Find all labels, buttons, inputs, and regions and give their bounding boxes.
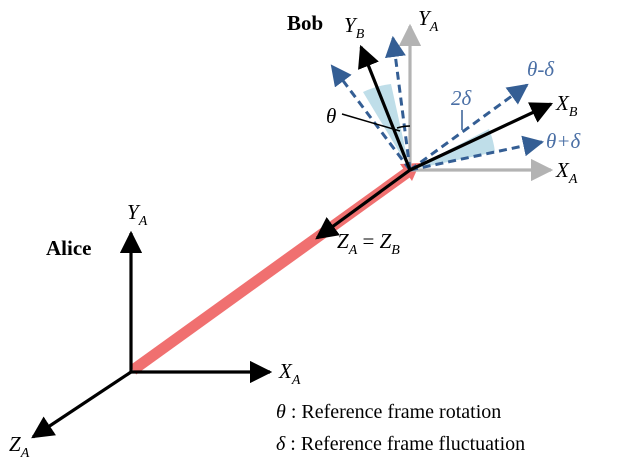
alice-y-label: YA <box>127 200 148 229</box>
alice-z-axis <box>31 370 132 439</box>
x-dashed-minus-arrow <box>409 83 529 172</box>
alice-x-label: XA <box>278 359 301 388</box>
legend-delta: δ : Reference frame fluctuation <box>276 433 525 455</box>
bob-yb-label: YB <box>344 13 365 42</box>
bob-z-axis <box>315 168 411 240</box>
theta-minus-delta-label: θ-δ <box>527 57 555 81</box>
theta-label: θ <box>326 104 336 128</box>
two-delta-label: 2δ <box>451 86 473 110</box>
bob-yb-axis <box>358 44 412 171</box>
bob-label: Bob <box>287 11 323 35</box>
bob-xa-label: XA <box>555 158 578 187</box>
y-dashed-minus-arrow <box>330 64 412 171</box>
theta-leader-line <box>341 113 401 132</box>
bob-xb-axis <box>409 102 554 172</box>
legend-theta: θ : Reference frame rotation <box>276 401 501 423</box>
alice-z-label: ZA <box>9 432 30 461</box>
theta-angle-arc <box>396 125 411 129</box>
z-equality-label: ZA = ZB <box>337 229 400 258</box>
bob-ya-label: YA <box>418 6 439 35</box>
alice-label: Alice <box>46 236 91 260</box>
x-dashed-plus-arrow <box>409 135 545 172</box>
bob-xb-label: XB <box>555 91 578 120</box>
y-dashed-plus-arrow <box>385 35 412 171</box>
theta-plus-delta-label: θ+δ <box>546 129 581 153</box>
